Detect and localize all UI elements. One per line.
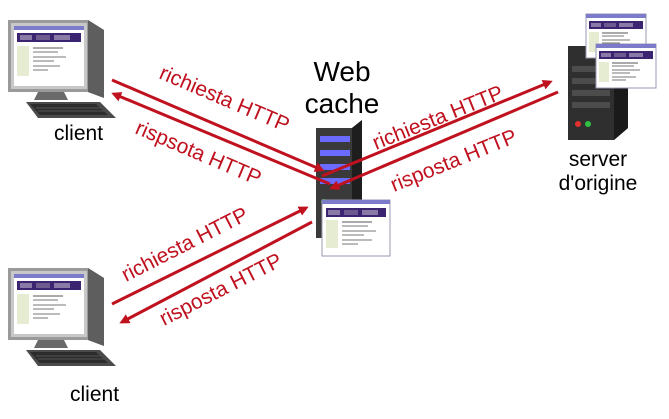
- arrow-origin-request: [321, 80, 553, 178]
- proxy-webpage: [321, 199, 391, 257]
- arrow-origin-response: [329, 90, 559, 190]
- proxy-label-line2: cache: [304, 88, 380, 119]
- arrow-client-bottom-request: [111, 206, 309, 306]
- client-top-label: client: [54, 122, 104, 145]
- origin-label-line2: d'origine: [558, 172, 638, 195]
- proxy-label-line1: Web: [313, 56, 371, 87]
- client-bottom-computer: [7, 267, 117, 367]
- label-client-top-response: rispsota HTTP: [132, 116, 265, 190]
- client-top-computer: [7, 19, 117, 119]
- origin-label-line1: server: [568, 148, 628, 171]
- label-client-top-request: richiesta HTTP: [156, 61, 293, 136]
- arrow-client-top-response: [111, 92, 331, 186]
- arrow-client-bottom-response: [119, 220, 313, 324]
- client-bottom-label: client: [70, 383, 120, 406]
- origin-webpage-front: [595, 43, 657, 89]
- arrow-client-top-request: [111, 78, 325, 172]
